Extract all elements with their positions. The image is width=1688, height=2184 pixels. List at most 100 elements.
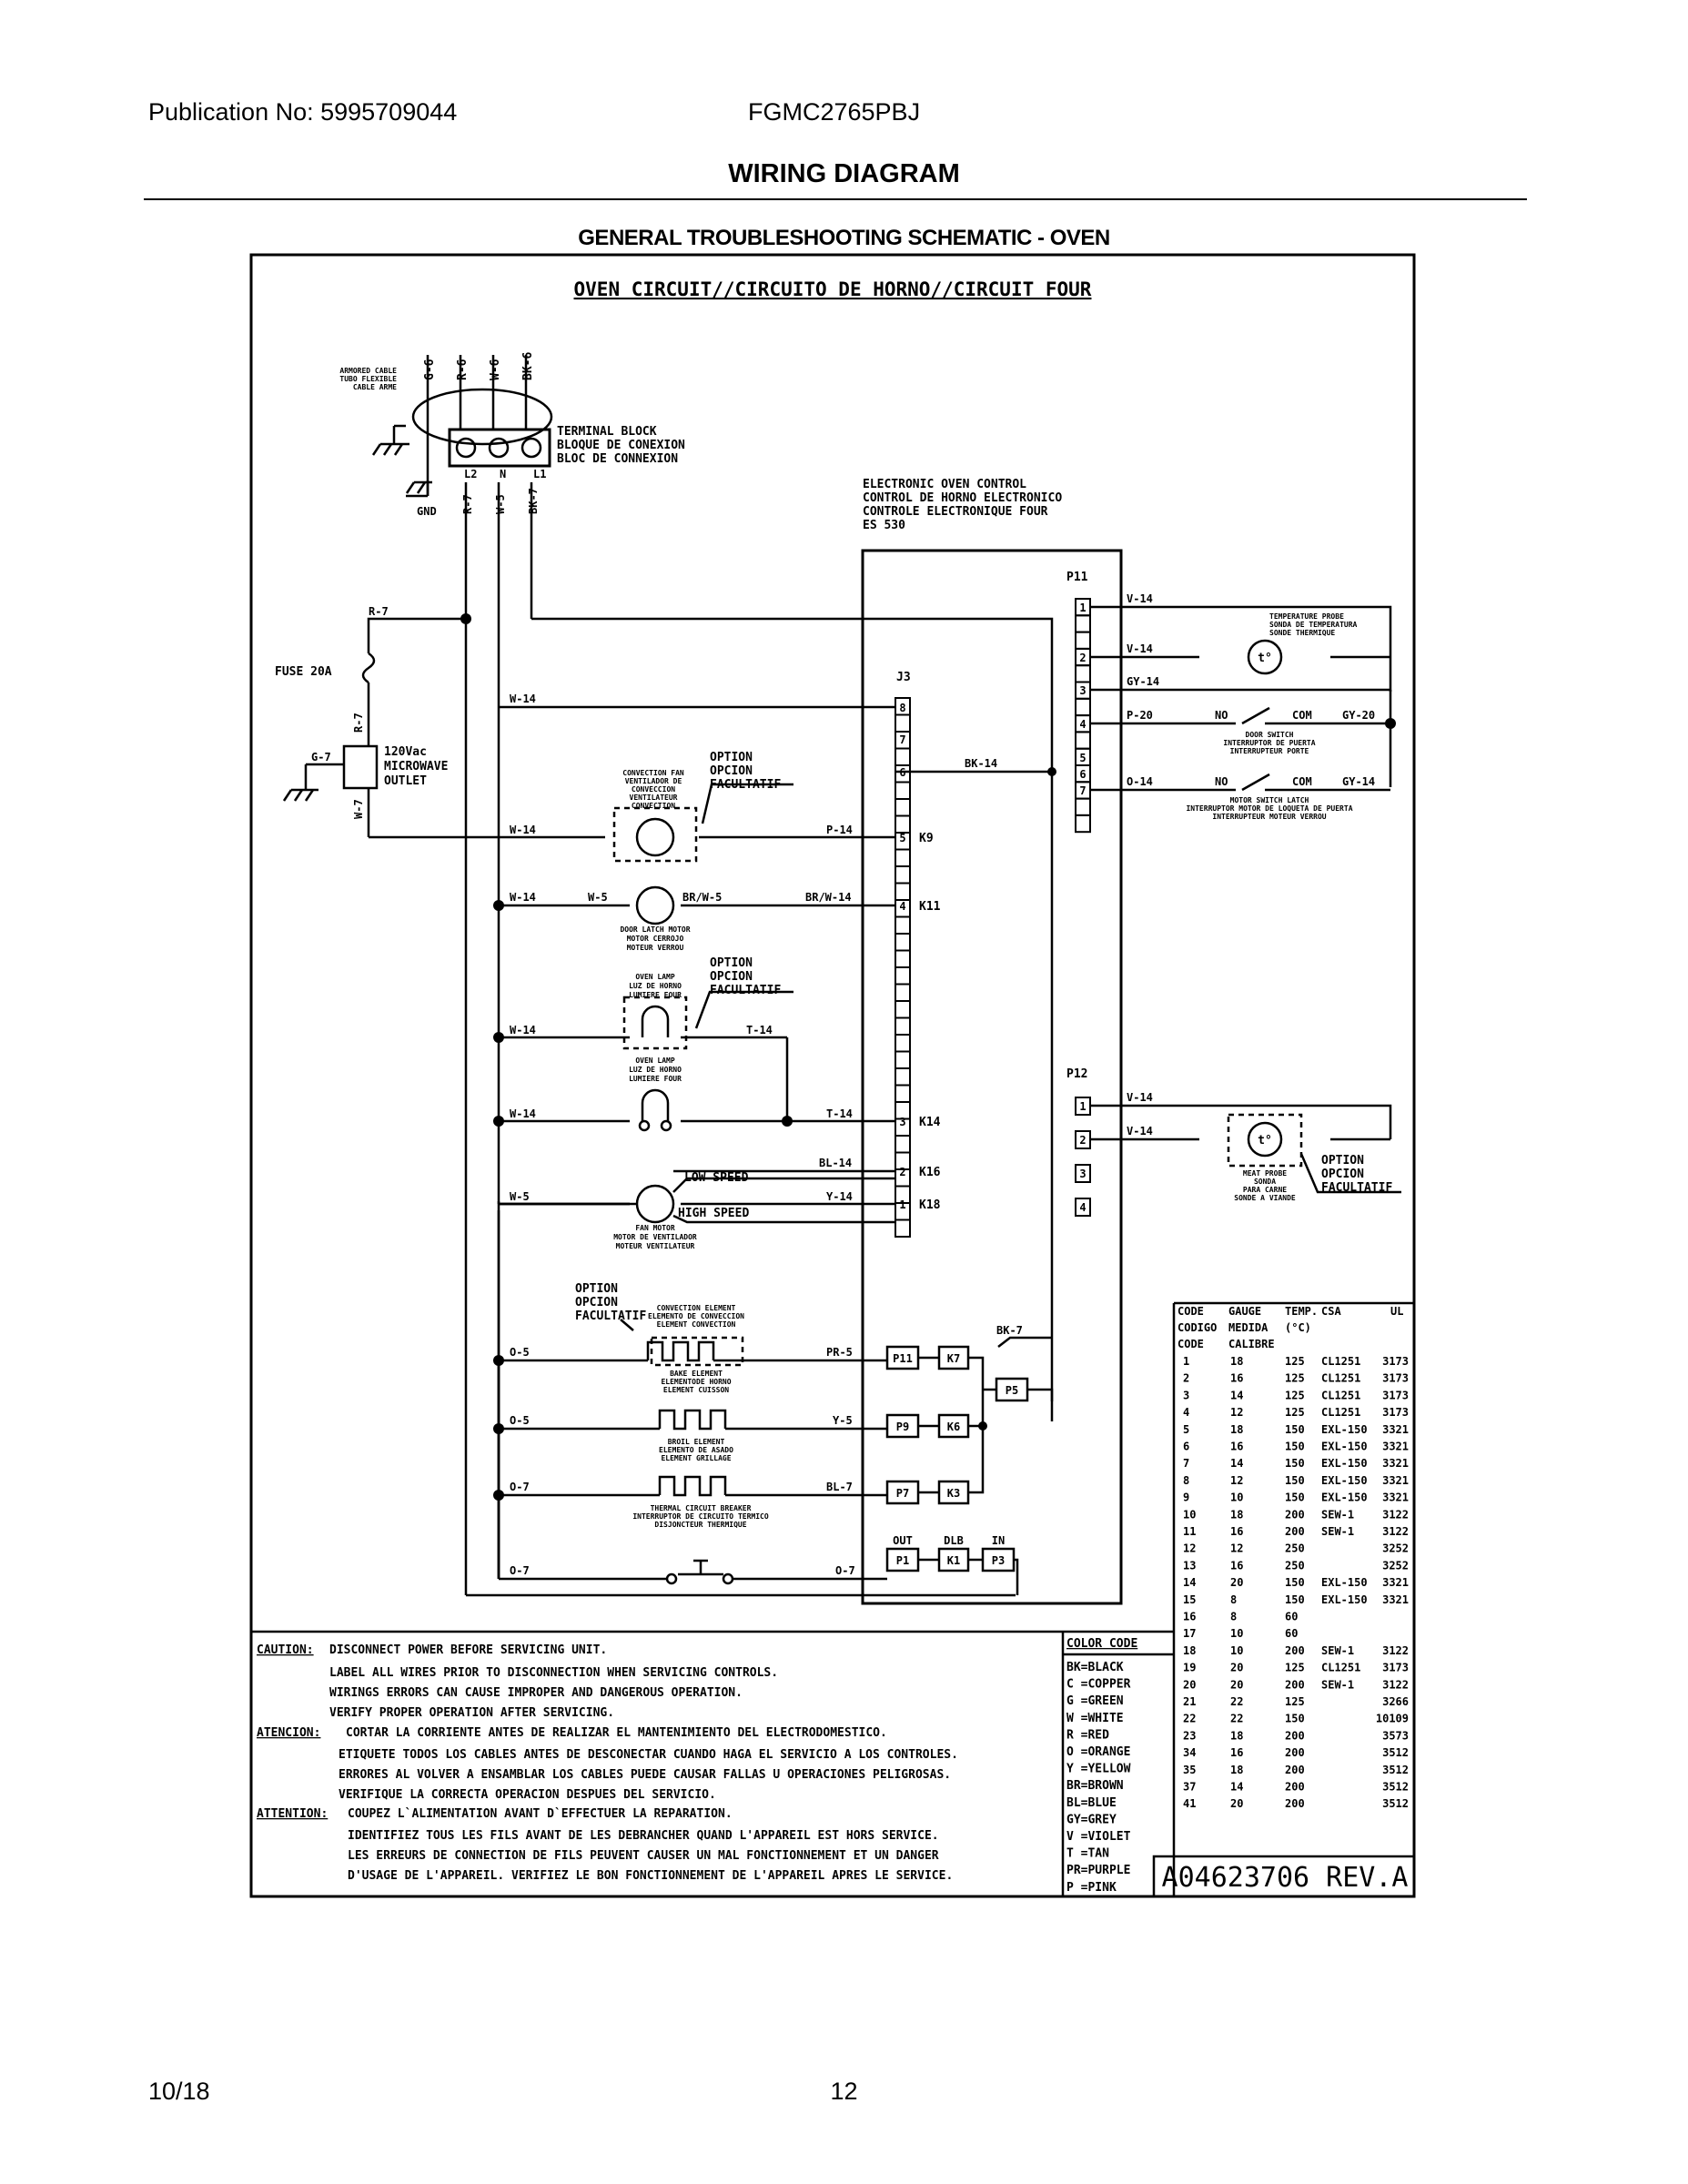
p11-slot bbox=[1075, 814, 1091, 834]
gauge-cell-13-0: 14 bbox=[1183, 1576, 1196, 1589]
p11-label: P11 bbox=[1066, 571, 1088, 584]
gauge-cell-23-2: 200 bbox=[1285, 1746, 1305, 1759]
fan-motor-label-line-1: MOTOR DE VENTILADOR bbox=[613, 1233, 697, 1241]
gauge-cell-25-1: 14 bbox=[1230, 1781, 1243, 1794]
gauge-header-1-1: MEDIDA bbox=[1228, 1321, 1269, 1334]
terminal-block-label-line-0: TERMINAL BLOCK bbox=[557, 425, 657, 439]
color-code-entry-line-9: GY=GREY bbox=[1066, 1813, 1117, 1826]
gauge-cell-4-2: 150 bbox=[1285, 1423, 1305, 1436]
door-latch-label-line-0: DOOR LATCH MOTOR bbox=[620, 925, 690, 934]
color-code-entry-line-1: C =COPPER bbox=[1066, 1678, 1131, 1692]
p11-pin-7: 7 bbox=[1079, 784, 1086, 797]
gauge-cell-2-1: 14 bbox=[1230, 1389, 1243, 1401]
wire-gy14b: GY-14 bbox=[1342, 775, 1375, 788]
gauge-cell-9-3: SEW-1 bbox=[1321, 1508, 1354, 1521]
gauge-cell-0-0: 1 bbox=[1183, 1355, 1189, 1368]
atencion-line-0: CORTAR LA CORRIENTE ANTES DE REALIZAR EL… bbox=[346, 1726, 887, 1740]
fan-motor-label-line-2: MOTEUR VENTILATEUR bbox=[616, 1242, 695, 1250]
caution-line-3: VERIFY PROPER OPERATION AFTER SERVICING. bbox=[329, 1706, 614, 1720]
gauge-cell-22-4: 3573 bbox=[1382, 1729, 1409, 1742]
gauge-header-0-3: CSA bbox=[1321, 1305, 1341, 1318]
option-label-a-line-1: OPCION bbox=[710, 764, 753, 778]
gauge-cell-7-3: EXL-150 bbox=[1321, 1474, 1368, 1487]
armored-cable-label-line-2: CABLE ARME bbox=[353, 383, 397, 391]
oven-lamp-label-b-line-2: LUMIERE FOUR bbox=[629, 1075, 682, 1083]
conv-element-label-line-0: CONVECTION ELEMENT bbox=[657, 1304, 736, 1312]
meat-probe-label-line-1: SONDA bbox=[1254, 1178, 1276, 1186]
gauge-cell-8-1: 10 bbox=[1230, 1491, 1243, 1504]
gauge-cell-1-4: 3173 bbox=[1382, 1372, 1409, 1385]
gauge-cell-0-4: 3173 bbox=[1382, 1355, 1409, 1368]
j3-slot bbox=[895, 966, 911, 986]
j3-pin-8: 8 bbox=[899, 702, 905, 714]
wire-t14-a: T-14 bbox=[746, 1024, 773, 1036]
gauge-cell-26-1: 20 bbox=[1230, 1797, 1243, 1810]
thermal-breaker-label-line-0: THERMAL CIRCUIT BREAKER bbox=[651, 1504, 752, 1512]
gauge-cell-20-0: 21 bbox=[1183, 1695, 1196, 1708]
color-code-entry-line-10: V =VIOLET bbox=[1066, 1830, 1131, 1844]
color-code-entry-line-4: R =RED bbox=[1066, 1728, 1109, 1742]
wire-com-a: COM bbox=[1292, 709, 1312, 722]
temp-probe-symbol: t° bbox=[1258, 652, 1272, 665]
w7-label: W-7 bbox=[352, 799, 365, 819]
gauge-cell-4-1: 18 bbox=[1230, 1423, 1243, 1436]
p12-pin-3: 3 bbox=[1079, 1168, 1086, 1180]
caution-line-2: WIRINGS ERRORS CAN CAUSE IMPROPER AND DA… bbox=[329, 1686, 743, 1700]
gauge-cell-5-4: 3321 bbox=[1382, 1441, 1409, 1453]
conv-fan-label-line-4: CONVECTION bbox=[632, 802, 675, 810]
gauge-cell-2-4: 3173 bbox=[1382, 1389, 1409, 1401]
wire-p14: P-14 bbox=[826, 824, 853, 836]
attention-line-3: D'USAGE DE L'APPAREIL. VERIFIEZ LE BON F… bbox=[348, 1869, 953, 1883]
publication-number: Publication No: 5995709044 bbox=[148, 98, 458, 126]
gauge-cell-13-4: 3321 bbox=[1382, 1576, 1409, 1589]
p11-pin-6: 6 bbox=[1079, 768, 1086, 781]
broil-element-label-line-1: ELEMENTO DE ASADO bbox=[659, 1446, 733, 1454]
option-label-d-line-0: OPTION bbox=[1321, 1154, 1364, 1168]
gauge-cell-18-4: 3173 bbox=[1382, 1662, 1409, 1674]
option-label-a-line-0: OPTION bbox=[710, 751, 753, 764]
door-switch-label-line-2: INTERRUPTEUR PORTE bbox=[1230, 747, 1309, 755]
gauge-cell-7-4: 3321 bbox=[1382, 1474, 1409, 1487]
terminal-block-label-line-1: BLOQUE DE CONEXION bbox=[557, 439, 685, 452]
circuit-title: OVEN CIRCUIT//CIRCUITO DE HORNO//CIRCUIT… bbox=[574, 278, 1092, 300]
gauge-cell-5-0: 6 bbox=[1183, 1441, 1189, 1453]
option-label-c-line-1: OPCION bbox=[575, 1296, 618, 1309]
part-number: A04623706 REV.A bbox=[1162, 1862, 1409, 1894]
relay-k7: K7 bbox=[947, 1352, 960, 1365]
outlet-label-line-1: MICROWAVE bbox=[384, 760, 448, 774]
j3-slot bbox=[895, 1050, 911, 1069]
wire-o7-a: O-7 bbox=[510, 1481, 530, 1493]
control-label-line-1: CONTROL DE HORNO ELECTRONICO bbox=[863, 491, 1062, 505]
gauge-cell-19-1: 20 bbox=[1230, 1678, 1243, 1691]
bake-element-label-line-0: BAKE ELEMENT bbox=[670, 1370, 723, 1378]
gauge-cell-17-3: SEW-1 bbox=[1321, 1644, 1354, 1657]
thermal-breaker-label-line-1: INTERRUPTOR DE CIRCUITO TERMICO bbox=[632, 1512, 768, 1521]
color-code-entry-line-13: P =PINK bbox=[1066, 1881, 1117, 1895]
motor-switch-label-line-0: MOTOR SWITCH LATCH bbox=[1230, 796, 1309, 804]
gauge-cell-26-0: 41 bbox=[1183, 1797, 1196, 1810]
gauge-cell-19-4: 3122 bbox=[1382, 1678, 1409, 1691]
relay-label-K16: K16 bbox=[919, 1166, 941, 1179]
gauge-cell-3-2: 125 bbox=[1285, 1406, 1305, 1419]
gauge-cell-1-2: 125 bbox=[1285, 1372, 1305, 1385]
gauge-cell-26-4: 3512 bbox=[1382, 1797, 1409, 1810]
meat-probe-label-line-2: PARA CARNE bbox=[1243, 1186, 1287, 1194]
gauge-cell-8-3: EXL-150 bbox=[1321, 1491, 1368, 1504]
wire-o5-b: O-5 bbox=[510, 1414, 530, 1427]
atencion-line-3: VERIFIQUE LA CORRECTA OPERACION DESPUES … bbox=[339, 1788, 716, 1802]
p12-slot bbox=[1075, 1198, 1091, 1217]
gauge-cell-23-0: 34 bbox=[1183, 1746, 1196, 1759]
gauge-cell-15-2: 60 bbox=[1285, 1611, 1298, 1623]
option-label-d-line-1: OPCION bbox=[1321, 1168, 1364, 1181]
caution-label: CAUTION: bbox=[257, 1643, 314, 1657]
color-code-entry-line-6: Y =YELLOW bbox=[1066, 1763, 1131, 1776]
gauge-cell-11-1: 12 bbox=[1230, 1542, 1243, 1555]
gauge-cell-4-4: 3321 bbox=[1382, 1423, 1409, 1436]
gauge-cell-11-0: 12 bbox=[1183, 1542, 1196, 1555]
j3-pin-4: 4 bbox=[899, 900, 905, 913]
gauge-cell-24-4: 3512 bbox=[1382, 1764, 1409, 1776]
gauge-cell-6-3: EXL-150 bbox=[1321, 1457, 1368, 1470]
r7-label-vert: R-7 bbox=[352, 713, 365, 733]
temp-probe-label-line-2: SONDE THERMIQUE bbox=[1269, 629, 1335, 637]
p11-pin-1: 1 bbox=[1079, 602, 1086, 614]
